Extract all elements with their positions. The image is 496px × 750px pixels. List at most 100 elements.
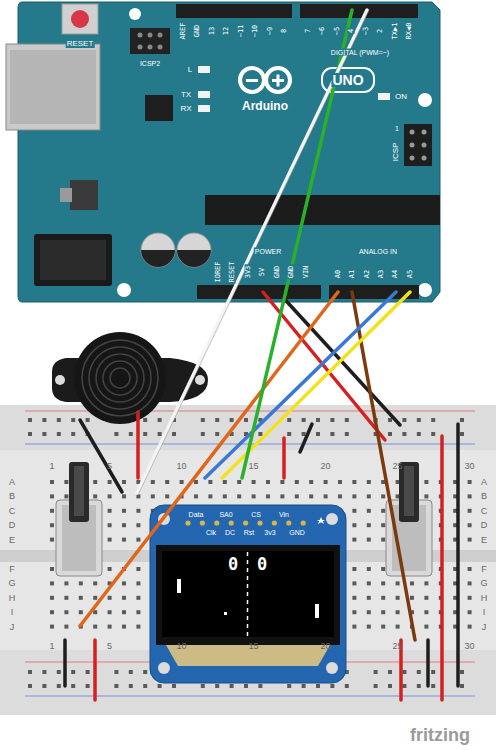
breadboard-hole — [28, 432, 32, 436]
breadboard-hole — [367, 480, 371, 484]
row-letter: F — [8, 565, 16, 574]
breadboard-hole — [194, 494, 198, 498]
breadboard-hole — [258, 684, 262, 688]
header-label: ICSP2 — [139, 60, 161, 67]
breadboard-hole — [108, 480, 112, 484]
breadboard-hole — [252, 480, 256, 484]
breadboard-hole — [122, 538, 126, 542]
breadboard-hole — [352, 567, 356, 571]
row-letter: F — [480, 565, 488, 574]
breadboard-hole — [79, 581, 83, 585]
breadboard-hole — [468, 581, 472, 585]
breadboard-hole — [122, 610, 126, 614]
column-number: 15 — [248, 462, 260, 471]
breadboard-hole — [424, 625, 428, 629]
breadboard-hole — [158, 418, 162, 422]
breadboard-hole — [28, 418, 32, 422]
row-letter: C — [480, 506, 489, 515]
breadboard-hole — [230, 684, 234, 688]
breadboard-hole — [143, 418, 147, 422]
breadboard-hole — [309, 480, 313, 484]
breadboard-hole — [108, 509, 112, 513]
pin-label: A0 — [335, 269, 342, 279]
breadboard-hole — [122, 480, 126, 484]
breadboard-hole — [71, 432, 75, 436]
breadboard-hole — [468, 480, 472, 484]
row-letter: G — [7, 579, 16, 588]
breadboard-hole — [367, 494, 371, 498]
breadboard-hole — [223, 480, 227, 484]
breadboard-hole — [352, 523, 356, 527]
breadboard-hole — [108, 538, 112, 542]
pin-label: A5 — [407, 269, 414, 279]
breadboard-hole — [468, 567, 472, 571]
breadboard-hole — [402, 432, 406, 436]
breadboard-hole — [208, 494, 212, 498]
breadboard-hole — [86, 418, 90, 422]
breadboard-hole — [172, 432, 176, 436]
breadboard-hole — [367, 523, 371, 527]
breadboard-hole — [151, 480, 155, 484]
column-number: 1 — [48, 462, 55, 471]
pin-label: GND — [288, 265, 295, 280]
breadboard-hole — [468, 494, 472, 498]
pin-label: 13 — [209, 26, 216, 36]
breadboard-hole — [381, 610, 385, 614]
breadboard-hole — [417, 670, 421, 674]
breadboard-hole — [280, 480, 284, 484]
pin-number: 1 — [394, 125, 400, 132]
breadboard-hole — [330, 418, 334, 422]
breadboard-hole — [50, 480, 54, 484]
breadboard-hole — [42, 418, 46, 422]
breadboard-hole — [114, 432, 118, 436]
breadboard-hole — [417, 684, 421, 688]
breadboard-hole — [352, 596, 356, 600]
breadboard-hole — [302, 432, 306, 436]
breadboard-hole — [468, 610, 472, 614]
breadboard-hole — [122, 494, 126, 498]
breadboard-hole — [424, 581, 428, 585]
breadboard-hole — [79, 610, 83, 614]
breadboard-hole — [108, 610, 112, 614]
column-number: 5 — [106, 462, 113, 471]
breadboard-hole — [151, 494, 155, 498]
breadboard-hole — [108, 596, 112, 600]
breadboard-hole — [410, 596, 414, 600]
breadboard-hole — [158, 684, 162, 688]
row-letter: J — [481, 622, 488, 631]
breadboard-hole — [431, 684, 435, 688]
header-label: DIGITAL (PWM=~) — [330, 49, 390, 56]
breadboard-hole — [252, 494, 256, 498]
breadboard-hole — [108, 567, 112, 571]
breadboard-hole — [57, 418, 61, 422]
column-number: 10 — [176, 642, 188, 651]
row-letter: C — [8, 506, 17, 515]
breadboard-hole — [330, 684, 334, 688]
breadboard-hole — [295, 494, 299, 498]
breadboard-hole — [374, 670, 378, 674]
pin-label: CS — [250, 511, 262, 518]
breadboard-hole — [381, 523, 385, 527]
breadboard-hole — [367, 567, 371, 571]
breadboard-hole — [64, 494, 68, 498]
pin-label: 12 — [223, 26, 230, 36]
breadboard-hole — [302, 684, 306, 688]
breadboard-hole — [215, 432, 219, 436]
breadboard-hole — [64, 610, 68, 614]
row-letter: D — [8, 521, 17, 530]
column-number: 20 — [320, 642, 332, 651]
breadboard-hole — [258, 432, 262, 436]
breadboard-hole — [129, 684, 133, 688]
column-number: 20 — [320, 462, 332, 471]
breadboard-hole — [57, 684, 61, 688]
column-number: 30 — [464, 462, 476, 471]
breadboard-hole — [64, 581, 68, 585]
breadboard-hole — [172, 684, 176, 688]
pin-label: Data — [188, 511, 205, 518]
breadboard-hole — [367, 596, 371, 600]
breadboard-hole — [388, 418, 392, 422]
breadboard-hole — [424, 596, 428, 600]
breadboard-hole — [367, 538, 371, 542]
breadboard-hole — [165, 480, 169, 484]
pin-label: 5V — [259, 267, 266, 277]
